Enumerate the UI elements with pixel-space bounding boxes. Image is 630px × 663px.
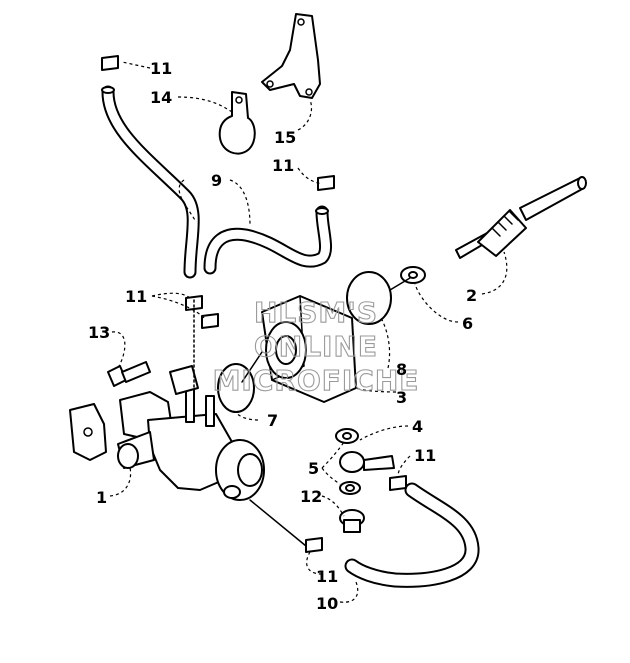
watermark-line-2: ONLINE — [254, 330, 378, 363]
watermark: HLSM'S ONLINE MICROFICHE — [212, 295, 420, 397]
callout-14: 14 — [150, 88, 172, 107]
assembly-lines — [193, 277, 411, 547]
callout-4: 4 — [412, 417, 423, 436]
watermark-line-1: HLSM'S — [254, 296, 378, 329]
callout-labels: 11 14 15 11 9 11 13 2 6 8 3 7 4 11 5 12 … — [88, 59, 477, 613]
bolt — [107, 361, 151, 387]
callout-11: 11 — [272, 156, 294, 175]
watermark-line-3: MICROFICHE — [213, 364, 420, 397]
callout-7: 7 — [267, 411, 278, 430]
callout-8: 8 — [396, 360, 407, 379]
callout-12: 12 — [300, 487, 322, 506]
callout-10: 10 — [316, 594, 338, 613]
hose-clamp-bracket — [218, 91, 256, 155]
callout-13: 13 — [88, 323, 110, 342]
callout-9: 9 — [211, 171, 222, 190]
shaft-rod — [455, 176, 587, 259]
valve-body — [69, 365, 265, 501]
callout-11: 11 — [150, 59, 172, 78]
fuel-hose-lower — [344, 482, 480, 588]
mounting-bracket — [261, 13, 321, 99]
fuel-hose-upper — [101, 85, 333, 279]
leader-lines — [109, 61, 508, 603]
callout-5: 5 — [308, 459, 319, 478]
callout-11: 11 — [316, 567, 338, 586]
fitting-assembly — [335, 428, 395, 533]
callout-11: 11 — [414, 446, 436, 465]
callout-1: 1 — [96, 488, 107, 507]
callout-6: 6 — [462, 314, 473, 333]
callout-11: 11 — [125, 287, 147, 306]
hose-clips — [101, 55, 407, 553]
gasket-8 — [346, 271, 392, 325]
callout-2: 2 — [466, 286, 477, 305]
callout-15: 15 — [274, 128, 296, 147]
callout-3: 3 — [396, 388, 407, 407]
cover-housing — [261, 295, 357, 403]
